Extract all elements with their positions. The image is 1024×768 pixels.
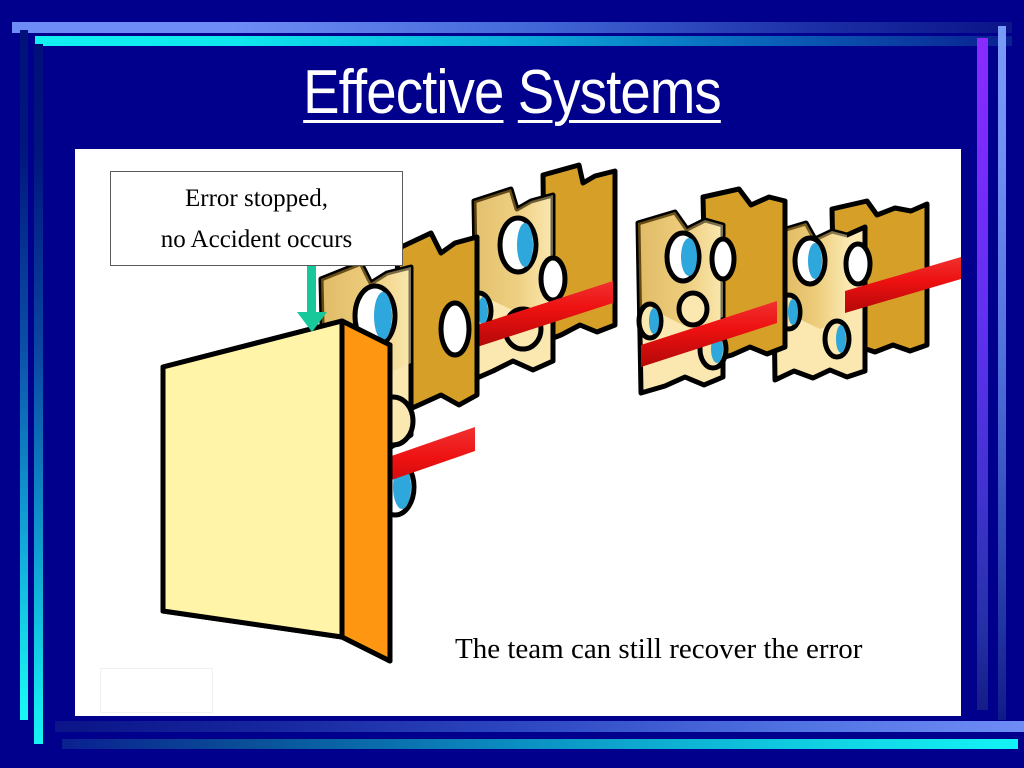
top-blue-accent-bar — [12, 22, 1012, 33]
callout-line-2: no Accident occurs — [160, 225, 353, 253]
cheese-slice-4 — [770, 198, 930, 383]
swiss-cheese-model-illustration — [160, 162, 961, 664]
barrier-slab — [160, 318, 393, 664]
callout-line-1: Error stopped, — [184, 184, 329, 212]
recover-error-caption: The team can still recover the error — [455, 633, 863, 665]
left-accent-bar-outer — [20, 30, 28, 720]
content-canvas: Error stopped, no Accident occurs The te… — [75, 149, 961, 716]
right-blue-accent-bar — [998, 26, 1006, 720]
red-rod-segment-right — [845, 257, 961, 313]
faint-placeholder-rect — [100, 668, 213, 713]
slide-title-word-systems: Systems — [517, 58, 722, 127]
down-arrow-icon — [297, 266, 327, 332]
red-rod-segment-2 — [477, 281, 613, 347]
left-accent-bar-inner — [34, 44, 43, 744]
slide-title: Effective Systems — [61, 58, 962, 128]
red-rod-segment-3 — [641, 301, 777, 367]
bottom-cyan-accent-bar — [62, 739, 1018, 749]
cheese-slice-3 — [635, 186, 788, 396]
bottom-blue-accent-bar — [55, 721, 1024, 732]
cheese-slice-2 — [464, 162, 618, 381]
slide-title-space — [504, 58, 518, 127]
top-cyan-accent-bar — [35, 36, 1012, 46]
right-purple-accent-bar — [977, 38, 988, 710]
error-stopped-callout: Error stopped, no Accident occurs — [110, 171, 403, 266]
slide-title-word-effective: Effective — [303, 58, 504, 127]
